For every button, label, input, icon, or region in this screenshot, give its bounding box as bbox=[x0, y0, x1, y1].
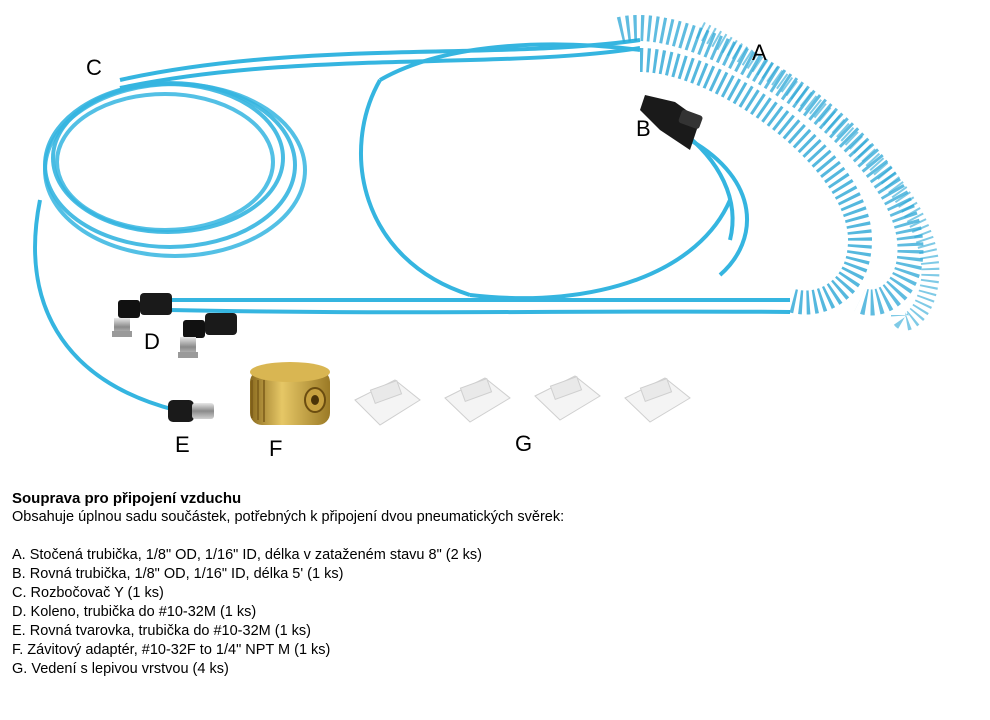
y-splitter bbox=[640, 95, 703, 150]
part-item-e: E. Rovná tvarovka, trubička do #10-32M (… bbox=[12, 623, 311, 639]
tubing-runs bbox=[33, 38, 791, 412]
elbow-fitting-2 bbox=[178, 313, 237, 358]
kit-title: Souprava pro připojení vzduchu bbox=[12, 490, 242, 507]
callout-b: B bbox=[636, 116, 651, 141]
part-item-c: C. Rozbočovač Y (1 ks) bbox=[12, 585, 164, 601]
adhesive-clip-4 bbox=[624, 377, 691, 423]
adhesive-clip-2 bbox=[444, 377, 511, 423]
parts-description: Souprava pro připojení vzduchu Obsahuje … bbox=[12, 489, 972, 679]
part-item-d: D. Koleno, trubička do #10-32M (1 ks) bbox=[12, 604, 257, 620]
elbow-fitting-1 bbox=[112, 293, 172, 337]
callout-c: C bbox=[86, 55, 102, 80]
adhesive-clip-1 bbox=[354, 379, 421, 426]
straight-fitting bbox=[168, 400, 214, 422]
part-item-f: F. Závitový adaptér, #10-32F to 1/4" NPT… bbox=[12, 642, 331, 658]
callout-d: D bbox=[144, 329, 160, 354]
product-photo: A B C D E F G bbox=[33, 15, 940, 461]
part-item-a: A. Stočená trubička, 1/8" OD, 1/16" ID, … bbox=[12, 547, 482, 563]
callout-f: F bbox=[269, 436, 283, 461]
callout-e: E bbox=[175, 432, 190, 457]
spacer bbox=[12, 527, 972, 546]
kit-subtitle: Obsahuje úplnou sadu součástek, potřebný… bbox=[12, 509, 565, 525]
product-illustration bbox=[33, 15, 940, 426]
callout-a: A bbox=[752, 40, 767, 65]
callout-g: G bbox=[515, 431, 533, 456]
part-item-b: B. Rovná trubička, 1/8" OD, 1/16" ID, dé… bbox=[12, 566, 344, 582]
brass-adapter bbox=[250, 362, 330, 425]
part-item-g: G. Vedení s lepivou vrstvou (4 ks) bbox=[12, 661, 229, 677]
adhesive-clip-3 bbox=[534, 375, 601, 421]
straight-tubing-coil bbox=[43, 81, 307, 258]
coiled-tubing bbox=[616, 15, 940, 331]
